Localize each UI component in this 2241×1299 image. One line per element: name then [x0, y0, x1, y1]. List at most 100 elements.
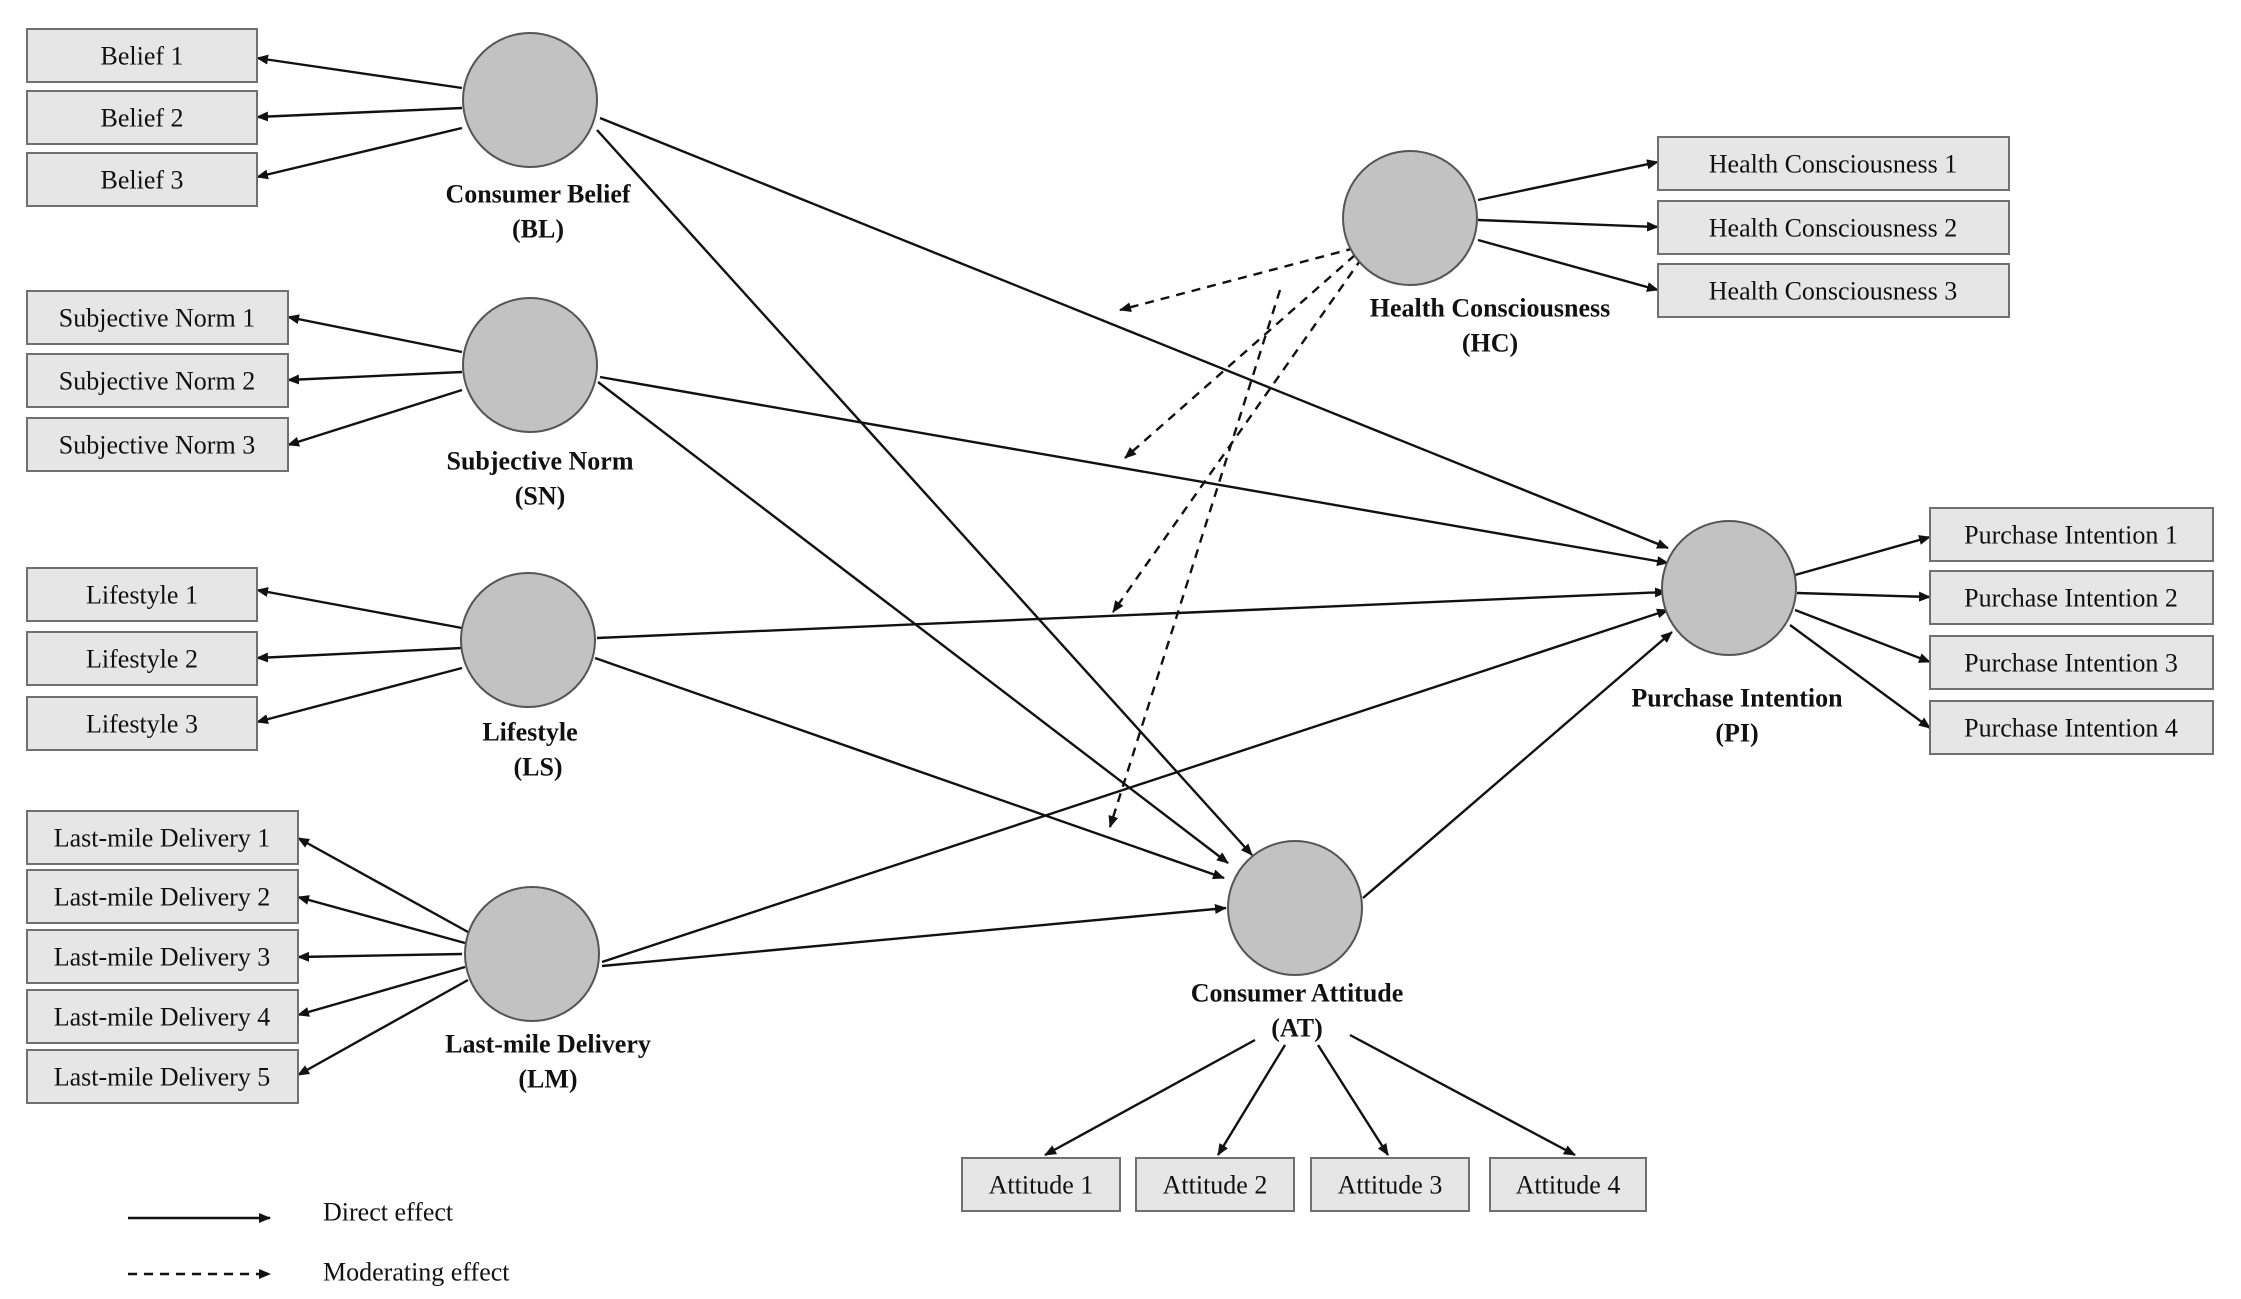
indicator-subjective-norm-2: Subjective Norm 2	[26, 353, 289, 408]
path-lm-to-at	[601, 904, 1227, 968]
moderating-paths	[1108, 246, 1363, 828]
construct-pi-name: Purchase Intention	[1631, 684, 1843, 713]
indicator-label: Belief 3	[100, 166, 183, 195]
path-sn-to-pi	[599, 375, 1669, 567]
indicator-purchase-intention-1: Purchase Intention 1	[1929, 507, 2214, 562]
indicator-lifestyle-1: Lifestyle 1	[26, 567, 258, 622]
construct-hc-name: Health Consciousness	[1370, 294, 1611, 323]
moderation-hc-bl-pi	[1119, 246, 1356, 313]
path-at-indicator-4	[1349, 1033, 1576, 1157]
construct-purchase-intention: Purchase Intention (PI)	[1631, 520, 1843, 748]
path-pi-indicator-1	[1794, 535, 1931, 577]
construct-health-consciousness: Health Consciousness (HC)	[1342, 150, 1611, 358]
indicator-attitude-4: Attitude 4	[1489, 1157, 1647, 1212]
indicator-label: Belief 1	[100, 42, 183, 71]
path-hc-indicator-1	[1477, 159, 1659, 202]
indicator-label: Subjective Norm 1	[59, 304, 255, 333]
indicator-label: Subjective Norm 3	[59, 431, 255, 460]
construct-at-circle	[1227, 840, 1363, 976]
path-sn-indicator-3	[287, 388, 463, 447]
indicator-label: Last-mile Delivery 3	[54, 943, 271, 972]
indicator-label: Last-mile Delivery 2	[54, 883, 271, 912]
construct-sn-name: Subjective Norm	[446, 447, 633, 476]
indicator-belief-1: Belief 1	[26, 28, 258, 83]
indicator-purchase-intention-2: Purchase Intention 2	[1929, 570, 2214, 625]
path-lm-indicator-3	[297, 951, 463, 962]
path-hc-indicator-2	[1477, 218, 1659, 232]
path-bl-belief-2	[256, 106, 463, 122]
indicators-attitude: Attitude 1 Attitude 2 Attitude 3 Attitud…	[961, 1157, 1647, 1212]
path-ls-indicator-2	[256, 646, 463, 663]
indicator-purchase-intention-4: Purchase Intention 4	[1929, 700, 2214, 755]
construct-lifestyle: Lifestyle (LS)	[460, 572, 596, 782]
indicator-label: Health Consciousness 2	[1709, 214, 1957, 243]
indicator-attitude-2: Attitude 2	[1135, 1157, 1295, 1212]
indicator-label: Purchase Intention 2	[1964, 584, 2178, 613]
indicator-label: Attitude 4	[1516, 1171, 1621, 1200]
indicator-label: Health Consciousness 1	[1709, 150, 1957, 179]
legend-moderating-label: Moderating effect	[323, 1258, 510, 1287]
construct-lm-circle	[464, 886, 600, 1022]
indicators-purchase-intention: Purchase Intention 1 Purchase Intention …	[1929, 507, 2214, 755]
indicators-belief: Belief 1 Belief 2 Belief 3	[26, 28, 258, 207]
indicator-belief-2: Belief 2	[26, 90, 258, 145]
construct-consumer-belief: Consumer Belief (BL)	[445, 32, 631, 244]
path-at-to-pi	[1362, 631, 1673, 899]
indicator-lifestyle-2: Lifestyle 2	[26, 631, 258, 686]
indicator-belief-3: Belief 3	[26, 152, 258, 207]
path-lm-indicator-2	[297, 895, 466, 945]
indicator-label: Attitude 3	[1338, 1171, 1443, 1200]
indicator-health-consciousness-2: Health Consciousness 2	[1657, 200, 2010, 255]
path-sn-indicator-2	[287, 370, 463, 385]
path-ls-to-at	[594, 656, 1225, 880]
indicators-subjective-norm: Subjective Norm 1 Subjective Norm 2 Subj…	[26, 290, 289, 472]
indicator-label: Lifestyle 2	[86, 645, 198, 674]
measurement-paths	[256, 54, 1931, 1157]
path-bl-to-at	[596, 129, 1253, 856]
path-ls-indicator-3	[256, 666, 463, 725]
indicator-label: Attitude 1	[989, 1171, 1094, 1200]
path-pi-indicator-2	[1796, 591, 1931, 602]
indicator-label: Purchase Intention 3	[1964, 649, 2178, 678]
indicator-label: Belief 2	[100, 104, 183, 133]
indicator-label: Lifestyle 1	[86, 581, 198, 610]
path-lm-indicator-1	[297, 836, 469, 934]
path-hc-indicator-3	[1477, 238, 1659, 292]
indicator-subjective-norm-1: Subjective Norm 1	[26, 290, 289, 345]
path-lm-indicator-5	[297, 978, 469, 1077]
indicator-last-mile-delivery-4: Last-mile Delivery 4	[26, 989, 299, 1044]
construct-last-mile-delivery: Last-mile Delivery (LM)	[445, 886, 651, 1094]
construct-bl-circle	[462, 32, 598, 168]
path-pi-indicator-4	[1789, 624, 1931, 729]
construct-at-abbr: (AT)	[1271, 1014, 1323, 1043]
indicator-attitude-1: Attitude 1	[961, 1157, 1121, 1212]
path-pi-indicator-3	[1794, 608, 1931, 664]
construct-ls-abbr: (LS)	[513, 753, 562, 782]
indicator-health-consciousness-1: Health Consciousness 1	[1657, 136, 2010, 191]
indicator-label: Subjective Norm 2	[59, 367, 255, 396]
path-ls-to-pi	[596, 587, 1667, 640]
indicator-label: Last-mile Delivery 5	[54, 1063, 271, 1092]
indicator-subjective-norm-3: Subjective Norm 3	[26, 417, 289, 472]
indicator-last-mile-delivery-5: Last-mile Delivery 5	[26, 1049, 299, 1104]
indicator-label: Last-mile Delivery 1	[54, 824, 271, 853]
indicator-last-mile-delivery-2: Last-mile Delivery 2	[26, 869, 299, 924]
structural-paths	[594, 116, 1673, 968]
moderation-hc-ls-pi	[1112, 257, 1363, 613]
indicator-label: Lifestyle 3	[86, 710, 198, 739]
path-sn-to-at	[597, 381, 1229, 864]
indicator-attitude-3: Attitude 3	[1310, 1157, 1470, 1212]
construct-pi-abbr: (PI)	[1715, 719, 1758, 748]
moderation-hc-sn-pi	[1124, 254, 1356, 459]
construct-at-name: Consumer Attitude	[1191, 979, 1404, 1008]
path-bl-belief-1	[256, 54, 463, 90]
indicator-label: Last-mile Delivery 4	[54, 1003, 271, 1032]
indicators-last-mile-delivery: Last-mile Delivery 1 Last-mile Delivery …	[26, 810, 299, 1104]
construct-bl-name: Consumer Belief	[445, 180, 630, 209]
construct-sn-circle	[462, 297, 598, 433]
indicator-last-mile-delivery-3: Last-mile Delivery 3	[26, 929, 299, 984]
construct-lm-name: Last-mile Delivery	[445, 1030, 651, 1059]
path-sn-indicator-1	[287, 314, 463, 354]
indicator-label: Purchase Intention 1	[1964, 521, 2178, 550]
moderation-hc-lm-pi	[1108, 289, 1282, 828]
